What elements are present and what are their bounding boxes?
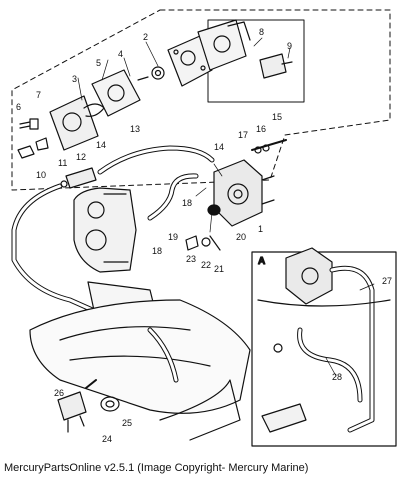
fuel-hose-part-10 <box>11 183 163 343</box>
leader-lines <box>77 37 375 377</box>
screws-parts-6-7 <box>17 118 49 159</box>
callout-9: 9 <box>287 41 292 51</box>
engine-base <box>29 299 251 441</box>
callout-28: 28 <box>332 372 342 382</box>
callout-18b: 18 <box>152 246 162 256</box>
fuel-hose-part-13 <box>97 145 215 175</box>
callout-26: 26 <box>54 388 64 398</box>
callout-11: 11 <box>58 158 67 168</box>
callout-27: 27 <box>382 276 392 286</box>
callout-14b: 14 <box>214 142 224 152</box>
callout-3: 3 <box>72 74 77 84</box>
diaphragm-seal-part-2 <box>137 66 165 81</box>
fuel-hose-part-19 <box>147 173 199 221</box>
pump-base-part-3 <box>49 95 105 151</box>
callout-10: 10 <box>36 170 46 180</box>
screw-part-26 <box>85 379 97 389</box>
pump-cover-plate <box>167 35 213 87</box>
pump-body-part-5 <box>91 69 141 117</box>
callout-18a: 18 <box>182 198 192 208</box>
fuel-pump-part-1 <box>207 159 275 227</box>
gasket-plates <box>197 19 251 71</box>
check-valve-part-9 <box>259 53 293 79</box>
callout-22: 22 <box>201 260 211 270</box>
callout-17: 17 <box>238 130 248 140</box>
inset-a-detail <box>251 247 397 447</box>
bracket-part-24 <box>57 391 87 433</box>
callout-12: 12 <box>76 152 86 162</box>
callout-24: 24 <box>102 434 112 444</box>
callout-5: 5 <box>96 58 101 68</box>
callout-8: 8 <box>259 27 264 37</box>
fitting-part-12 <box>60 167 97 189</box>
callout-23: 23 <box>186 254 196 264</box>
inset-letter: A <box>258 256 265 267</box>
fittings-parts-21-22-23 <box>185 235 221 251</box>
callout-21: 21 <box>214 264 224 274</box>
callout-6: 6 <box>16 102 21 112</box>
callout-19: 19 <box>168 232 178 242</box>
exploded-parts-diagram: A 1 2 3 4 5 6 7 8 9 10 11 12 13 14 14 15… <box>11 9 397 447</box>
callout-13: 13 <box>130 124 140 134</box>
callout-25: 25 <box>122 418 132 428</box>
callout-1: 1 <box>258 224 263 234</box>
grommet-part-25 <box>100 396 120 412</box>
fuel-hose-part-27-main <box>147 327 179 383</box>
callout-15: 15 <box>272 112 282 122</box>
callout-14a: 14 <box>96 140 106 150</box>
callout-16: 16 <box>256 124 266 134</box>
callout-20: 20 <box>236 232 246 242</box>
bolt-part-15 <box>251 139 287 154</box>
callout-4: 4 <box>118 49 123 59</box>
image-caption: MercuryPartsOnline v2.5.1 (Image Copyrig… <box>4 462 309 474</box>
callout-labels: 1 2 3 4 5 6 7 8 9 10 11 12 13 14 14 15 1… <box>16 27 392 444</box>
callout-7: 7 <box>36 90 41 100</box>
callout-2: 2 <box>143 32 148 42</box>
